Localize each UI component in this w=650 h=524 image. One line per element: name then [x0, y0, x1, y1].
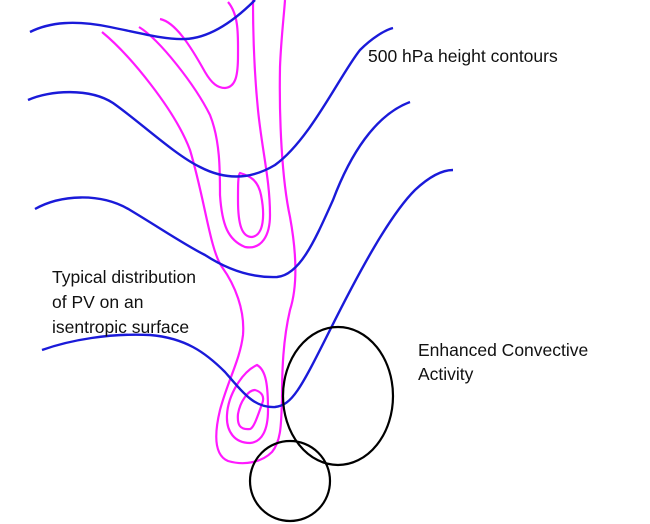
- height-contour-4: [41, 168, 454, 409]
- convection-label-line1: Enhanced Convective: [418, 340, 589, 360]
- convection-label-line2: Activity: [418, 364, 474, 384]
- pv-contour-lower-maximum: [236, 388, 265, 431]
- height-contour-2: [27, 26, 394, 178]
- pv-label-line2: of PV on an: [52, 292, 144, 312]
- pv-contour-lower-ring: [225, 363, 270, 445]
- pv-contour-upper-maximum: [236, 171, 265, 239]
- pv-label-line1: Typical distribution: [52, 267, 196, 287]
- height-contour-1: [29, 0, 256, 41]
- height-contours-label: 500 hPa height contours: [368, 46, 558, 66]
- pv-contour-upper-tongue: [138, 0, 272, 249]
- pv-contour-outer: [101, 0, 297, 465]
- convection-circle-small: [248, 439, 332, 523]
- convection-circles: [248, 325, 395, 523]
- pv-contour-top-u: [159, 1, 240, 90]
- height-contours: [27, 0, 454, 409]
- pv-contours: [101, 0, 297, 465]
- convection-ellipse-large: [281, 325, 395, 467]
- pv-label-line3: isentropic surface: [52, 317, 190, 337]
- height-contour-3: [34, 100, 411, 279]
